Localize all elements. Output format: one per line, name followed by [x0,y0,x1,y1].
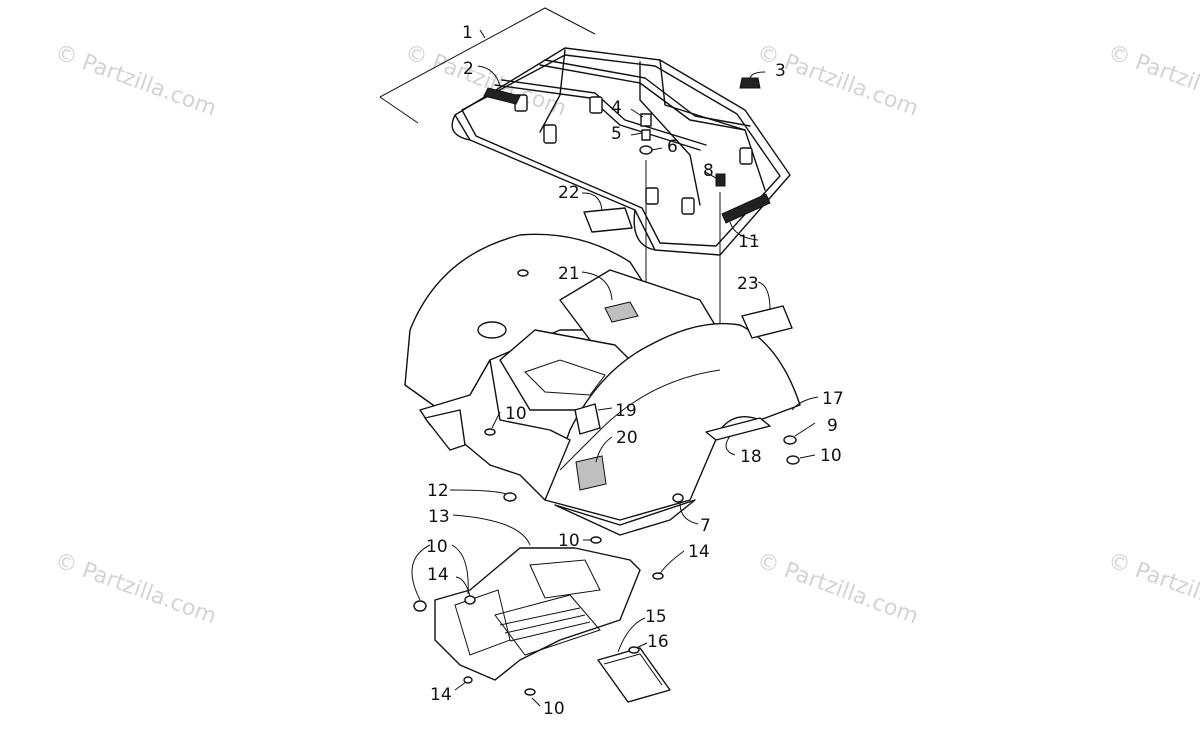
callout-7: 7 [700,516,711,536]
callout-19: 19 [615,401,637,421]
callout-2: 2 [463,59,474,79]
bolt-washer-set[interactable] [639,113,653,155]
callout-17: 17 [822,389,844,409]
callout-6: 6 [667,137,678,157]
callout-10: 10 [505,404,527,424]
fender-clip-19[interactable] [574,403,601,435]
callout-10: 10 [543,699,565,719]
callout-1: 1 [462,23,473,43]
callout-12: 12 [427,481,449,501]
callout-14: 14 [688,542,710,562]
callout-5: 5 [611,124,622,144]
footrest-15[interactable] [597,647,671,703]
rack-label-left[interactable] [483,87,521,105]
callout-14: 14 [427,565,449,585]
callout-10: 10 [426,537,448,557]
callout-22: 22 [558,183,580,203]
callout-21: 21 [558,264,580,284]
leader-lines [379,7,819,707]
callout-13: 13 [428,507,450,527]
warning-decal-top[interactable] [604,301,639,323]
callouts: 1 2 3 4 5 6 7 8 9 10 10 10 10 10 11 12 1… [426,23,844,719]
rack-label-right[interactable] [721,193,771,224]
rack-cap[interactable] [739,77,761,89]
callout-9: 9 [827,416,838,436]
callout-16: 16 [647,632,669,652]
callout-4: 4 [611,98,622,118]
callout-14: 14 [430,685,452,705]
fasteners[interactable] [413,428,800,696]
callout-10: 10 [558,531,580,551]
rack-bolt[interactable] [715,173,726,187]
warning-decal-left[interactable] [575,455,607,491]
callout-15: 15 [645,607,667,627]
callout-10: 10 [820,446,842,466]
callout-11: 11 [738,232,760,252]
callout-18: 18 [740,447,762,467]
callout-3: 3 [775,61,786,81]
callout-23: 23 [737,274,759,294]
callout-8: 8 [703,161,714,181]
footwell[interactable] [434,547,641,681]
decal-23[interactable] [741,305,793,339]
decal-22[interactable] [583,207,633,233]
callout-20: 20 [616,428,638,448]
